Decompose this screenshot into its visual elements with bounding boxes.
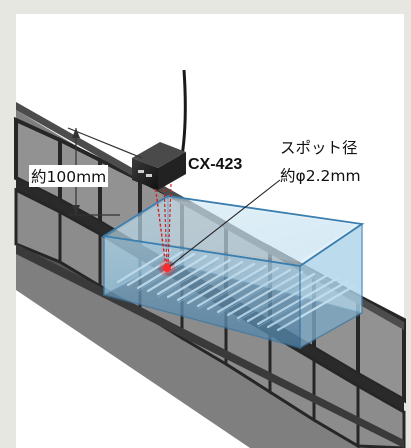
sensor-device — [132, 142, 186, 190]
model-label: CX-423 — [188, 156, 243, 173]
sensor-cable — [180, 69, 187, 157]
spot-label-line2: 約φ2.2mm — [280, 167, 361, 185]
transparent-container — [101, 194, 365, 350]
spot-leader-line — [169, 179, 281, 267]
laser-spot — [163, 264, 171, 272]
distance-label: 約100mm — [29, 165, 109, 187]
spot-label-line1: スポット径 — [280, 139, 358, 157]
laser-beams — [154, 183, 175, 276]
